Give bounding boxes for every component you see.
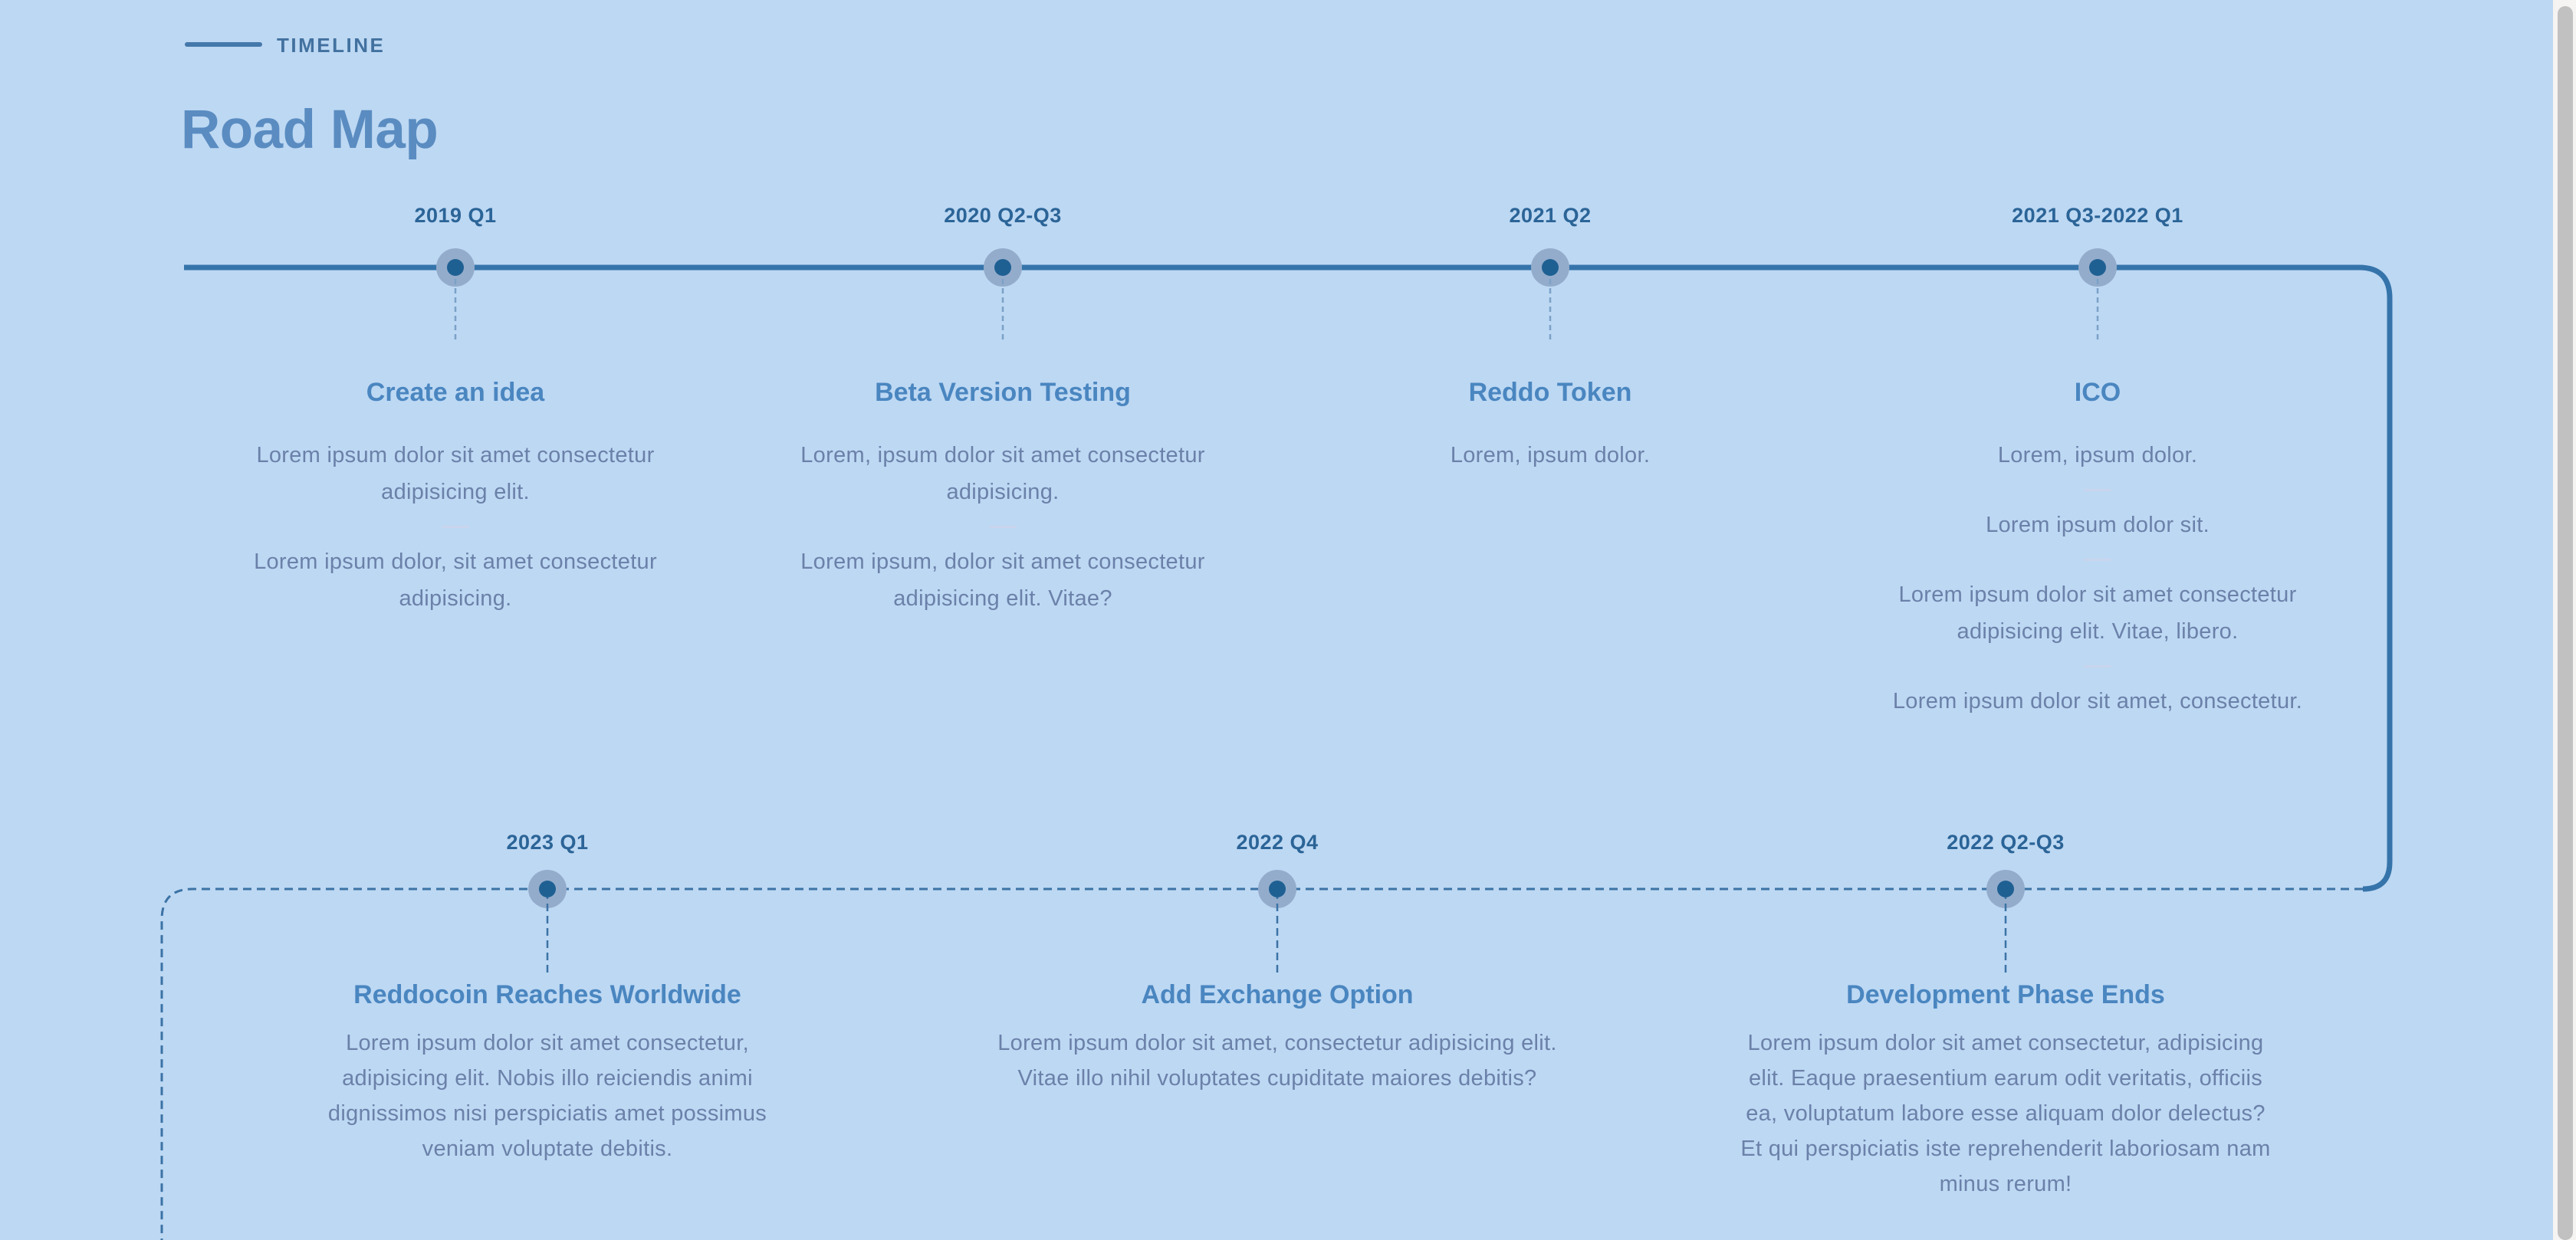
milestone-title: Reddocoin Reaches Worldwide (353, 980, 741, 1009)
milestone-date: 2022 Q4 (1236, 831, 1319, 854)
page-title: Road Map (181, 100, 439, 160)
paragraph-divider (2084, 665, 2111, 668)
milestone-date: 2021 Q2 (1509, 204, 1592, 227)
section-eyebrow: TIMELINE (277, 34, 386, 57)
milestone-content: Beta Version Testing Lorem, ipsum dolor … (765, 376, 1240, 617)
milestone-paragraph: Lorem, ipsum dolor. (1997, 443, 2198, 467)
milestone-paragraph: Lorem ipsum dolor sit amet consectetur, … (327, 1031, 767, 1161)
milestone-content: Development Phase Ends Lorem ipsum dolor… (1737, 978, 2274, 1202)
milestone-paragraph: Lorem, ipsum dolor. (1450, 443, 1651, 467)
paragraph-divider (989, 526, 1017, 528)
paragraph-divider (442, 526, 469, 528)
milestone-paragraph: Lorem ipsum, dolor sit amet consectetur … (800, 549, 1205, 611)
milestone-reddo-token: 2021 Q2 Reddo Token Lorem, ipsum dolor. (1313, 202, 1788, 474)
milestone-paragraph: Lorem, ipsum dolor sit amet consectetur … (800, 443, 1205, 504)
scrollbar-track[interactable] (2553, 0, 2576, 1240)
milestone-paragraph: Lorem ipsum dolor sit amet consectetur a… (1898, 582, 2297, 644)
milestone-content: Reddocoin Reaches Worldwide Lorem ipsum … (294, 978, 800, 1166)
milestone-paragraph: Lorem ipsum dolor sit. (1986, 513, 2210, 537)
milestone-paragraph: Lorem ipsum dolor sit amet, consectetur. (1892, 689, 2303, 713)
milestone-date: 2023 Q1 (506, 831, 589, 854)
milestone-content: Reddo Token Lorem, ipsum dolor. (1313, 376, 1788, 474)
milestone-date: 2019 Q1 (414, 204, 497, 227)
paragraph-divider (2084, 559, 2111, 561)
milestone-date: 2022 Q2-Q3 (1947, 831, 2065, 854)
milestone-paragraph: Lorem ipsum dolor, sit amet consectetur … (254, 549, 657, 611)
milestone-title: Beta Version Testing (875, 378, 1131, 407)
milestone-content: ICO Lorem, ipsum dolor. Lorem ipsum dolo… (1860, 376, 2335, 720)
milestone-date: 2021 Q3-2022 Q1 (2012, 204, 2183, 227)
milestone-add-exchange-option: 2022 Q4 Add Exchange Option Lorem ipsum … (994, 829, 1561, 1096)
milestone-reddocoin-reaches-worldwide: 2023 Q1 Reddocoin Reaches Worldwide Lore… (294, 829, 800, 1166)
milestone-paragraph: Lorem ipsum dolor sit amet, consectetur … (997, 1031, 1557, 1091)
milestone-title: ICO (2074, 378, 2121, 407)
milestone-create-an-idea: 2019 Q1 Create an idea Lorem ipsum dolor… (218, 202, 693, 617)
milestone-content: Create an idea Lorem ipsum dolor sit ame… (218, 376, 693, 617)
eyebrow-decoration-line (185, 42, 262, 47)
milestone-paragraph: Lorem ipsum dolor sit amet consectetur a… (256, 443, 655, 504)
milestone-beta-version-testing: 2020 Q2-Q3 Beta Version Testing Lorem, i… (765, 202, 1240, 617)
scrollbar-thumb[interactable] (2558, 6, 2573, 1240)
paragraph-divider (2084, 489, 2111, 491)
milestone-title: Add Exchange Option (1141, 980, 1414, 1009)
milestone-title: Development Phase Ends (1846, 980, 2165, 1009)
milestone-date: 2020 Q2-Q3 (944, 204, 1062, 227)
milestone-paragraph: Lorem ipsum dolor sit amet consectetur, … (1740, 1031, 2271, 1196)
milestone-development-phase-ends: 2022 Q2-Q3 Development Phase Ends Lorem … (1737, 829, 2274, 1202)
milestone-ico: 2021 Q3-2022 Q1 ICO Lorem, ipsum dolor. … (1860, 202, 2335, 720)
milestone-title: Reddo Token (1468, 378, 1632, 407)
milestone-title: Create an idea (366, 378, 545, 407)
milestone-content: Add Exchange Option Lorem ipsum dolor si… (994, 978, 1561, 1096)
